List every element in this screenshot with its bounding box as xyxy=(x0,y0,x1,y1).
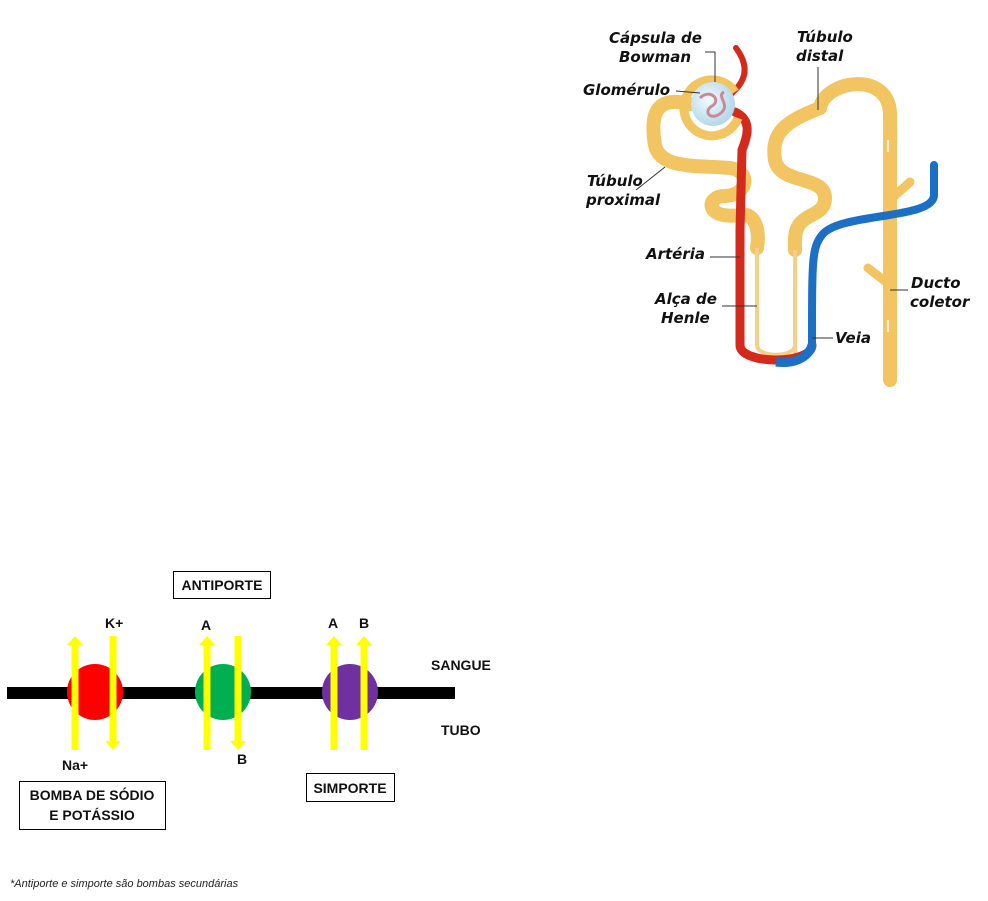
arrow-label-simporte-a: A xyxy=(328,615,338,631)
arrow-label-k: K+ xyxy=(105,615,123,631)
box-simporte: SIMPORTE xyxy=(307,774,395,802)
box-antiporte: ANTIPORTE xyxy=(174,572,271,599)
box-antiporte-label: ANTIPORTE xyxy=(182,577,263,593)
transporter-antiporte xyxy=(195,664,251,720)
arrow-label-antiporte-a: A xyxy=(201,617,211,633)
arrow-label-simporte-b: B xyxy=(359,615,369,631)
side-label-tubo: TUBO xyxy=(441,722,481,738)
footnote: *Antiporte e simporte são bombas secundá… xyxy=(10,878,238,890)
arrow-label-na: Na+ xyxy=(62,757,88,773)
arrow-label-antiporte-b: B xyxy=(237,751,247,767)
box-bomba-label-line1: BOMBA DE SÓDIO xyxy=(30,786,155,803)
box-bomba-sodio-potassio: BOMBA DE SÓDIO E POTÁSSIO xyxy=(20,782,166,830)
box-bomba-label-line2: E POTÁSSIO xyxy=(49,807,135,823)
box-simporte-label: SIMPORTE xyxy=(313,780,386,796)
transporter-simporte xyxy=(322,664,378,720)
side-label-sangue: SANGUE xyxy=(431,657,491,673)
